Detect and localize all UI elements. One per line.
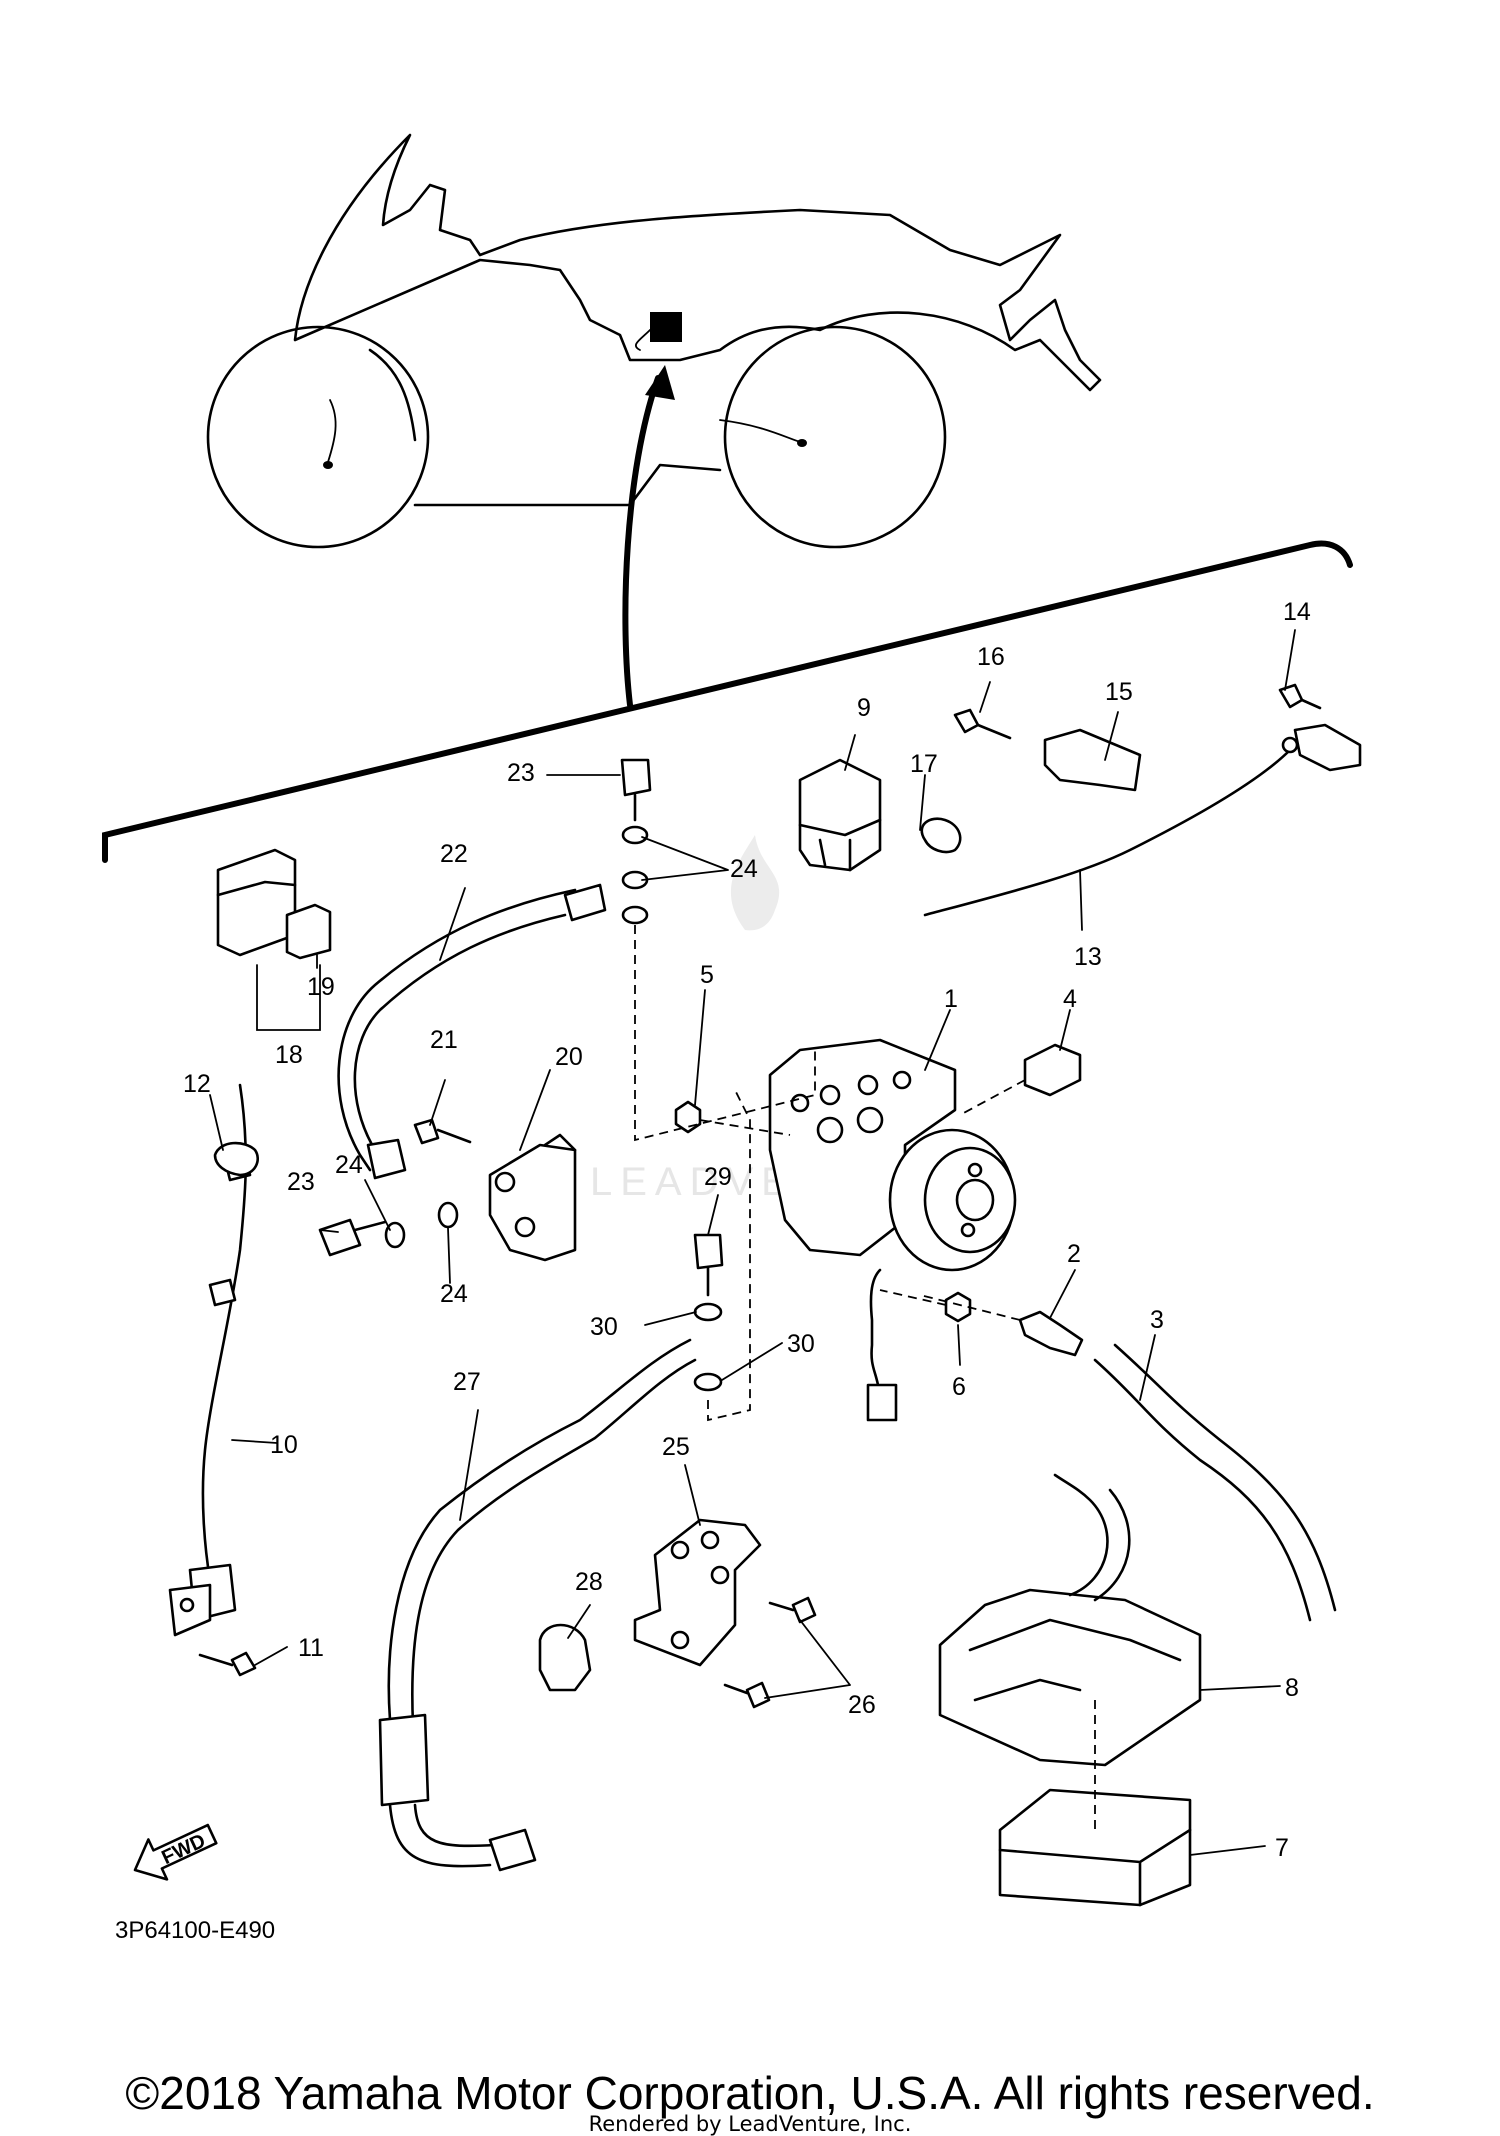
part-label: 30 (590, 1313, 618, 1341)
fwd-arrow: FWD (133, 1823, 218, 1881)
relay-18 (216, 848, 297, 957)
part-label: 14 (1283, 598, 1311, 626)
part-label: 6 (952, 1373, 966, 1401)
abs-hydraulic-unit (768, 1038, 1017, 1272)
part-label: 24 (730, 855, 758, 883)
part-label: 22 (440, 840, 468, 868)
washer-24c (621, 905, 649, 925)
brake-hose-22 (337, 888, 577, 1172)
bolt-26a (791, 1596, 817, 1624)
part-label: 20 (555, 1043, 583, 1071)
part-label: 15 (1105, 678, 1133, 706)
part-label: 3 (1150, 1306, 1164, 1334)
washer-30a (693, 1302, 723, 1322)
part-label: 2 (1067, 1240, 1081, 1268)
sensor-lead-13 (923, 748, 1292, 917)
detail-bracket (102, 540, 1353, 863)
rendered-by-notice: Rendered by LeadVenture, Inc. (588, 2112, 912, 2136)
part-label: 25 (662, 1433, 690, 1461)
drawing-code: 3P64100-E490 (115, 1917, 275, 1944)
motorcycle-outline (206, 133, 1102, 549)
part-label: 24 (440, 1280, 468, 1308)
leader-lines (209, 629, 1296, 1856)
joint-25 (633, 1518, 762, 1667)
tube (1093, 1343, 1337, 1622)
clamp-12 (213, 1141, 260, 1177)
part-label: 26 (848, 1691, 876, 1719)
bracket-15 (1043, 728, 1142, 792)
bolt-21 (413, 1118, 440, 1145)
part-label: 11 (298, 1634, 324, 1662)
part-label: 16 (977, 643, 1005, 671)
bolt-14 (1278, 683, 1304, 709)
clip-28 (538, 1623, 592, 1692)
washer-24a (621, 825, 649, 845)
clip-17 (920, 817, 962, 854)
part-label: 10 (270, 1431, 298, 1459)
ecu-tube (1053, 1473, 1131, 1602)
joint-block-20 (488, 1143, 577, 1262)
nut-6 (944, 1291, 972, 1323)
part-label: 28 (575, 1568, 603, 1596)
part-label: 1 (944, 985, 958, 1013)
sensor-cap (1023, 1043, 1082, 1097)
part-label: 4 (1063, 985, 1077, 1013)
nut (674, 1100, 702, 1134)
part-label: 9 (857, 694, 871, 722)
pointer-arrow (622, 365, 675, 708)
copyright-notice: ©2018 Yamaha Motor Corporation, U.S.A. A… (125, 2067, 1375, 2119)
fuse-19 (285, 903, 332, 960)
part-label: 12 (183, 1070, 211, 1098)
ecu-cover-8 (938, 1588, 1202, 1767)
part-label: 8 (1285, 1674, 1299, 1702)
bolt-16 (953, 708, 980, 734)
bolt-23-top (620, 758, 652, 797)
ecu-7 (998, 1788, 1192, 1907)
part-label: 23 (507, 759, 535, 787)
part-label: 13 (1074, 943, 1102, 971)
part-label: 27 (453, 1368, 481, 1396)
relay-9 (798, 758, 882, 872)
part-label: 29 (704, 1163, 732, 1191)
connector (1018, 1310, 1084, 1357)
bolt-29 (693, 1233, 724, 1270)
bolt-23-left (318, 1218, 362, 1257)
bolt-11 (230, 1651, 257, 1677)
part-label: 30 (787, 1330, 815, 1358)
part-label: 7 (1275, 1834, 1289, 1862)
part-number-labels: 1 2 3 4 5 6 7 8 9 10 11 12 13 14 15 16 1… (183, 598, 1311, 1862)
part-label: 5 (700, 961, 714, 989)
bolt-26b (745, 1681, 771, 1709)
part-label: 24 (335, 1151, 363, 1179)
part-label: 17 (910, 750, 938, 778)
washer-30b (693, 1372, 723, 1392)
brake-hose-27 (387, 1338, 697, 1747)
part-label: 23 (287, 1168, 315, 1196)
abs-wire (869, 1268, 882, 1387)
part-label: 18 (275, 1041, 303, 1069)
washer-24e (437, 1201, 459, 1229)
part-label: 19 (307, 973, 335, 1001)
part-label: 21 (430, 1026, 458, 1054)
